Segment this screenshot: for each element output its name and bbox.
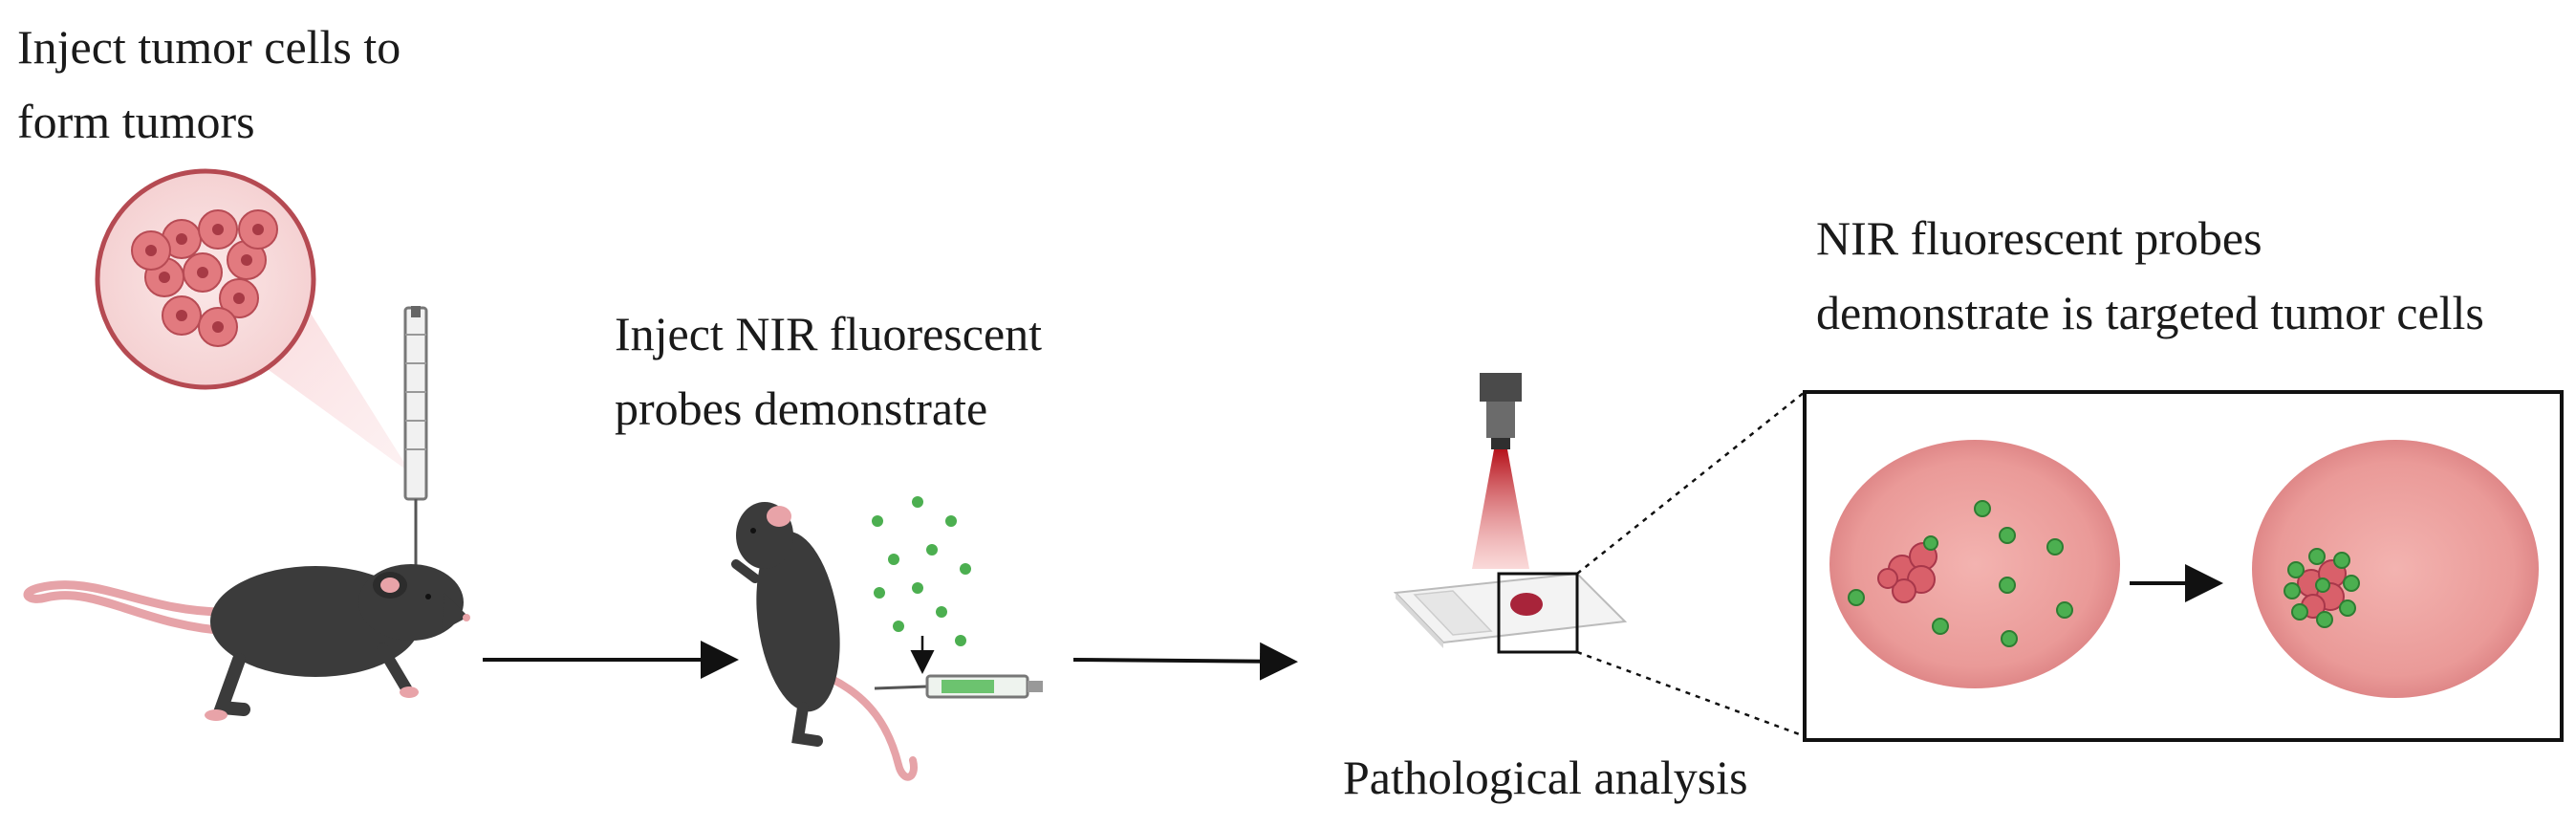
tumor-injection-group [23, 168, 470, 721]
syringe-icon [874, 674, 1043, 699]
tissue-section-icon [2252, 440, 2539, 698]
mouse-icon [23, 564, 470, 721]
glass-slide-icon [1393, 572, 1628, 648]
zoom-line-bottom [1576, 650, 1806, 738]
tumor-cluster-icon [95, 168, 316, 390]
fluorescent-probe-icon [1848, 500, 2073, 647]
zoom-box [1497, 572, 1579, 654]
laser-beam [1472, 449, 1529, 569]
step2-label-line2: probes demonstrate [615, 381, 988, 435]
tissue-section-icon [1829, 440, 2120, 688]
targeting-result-panel [1803, 390, 2564, 742]
mouse-icon [731, 502, 918, 781]
probe-injection-group [731, 496, 1043, 781]
syringe-icon [403, 306, 428, 583]
step4-label-line1: NIR fluorescent probes [1816, 211, 2262, 265]
zoom-line-top [1576, 391, 1806, 575]
step1-label-line1: Inject tumor cells to [17, 20, 401, 74]
tumor-cluster-icon [1877, 542, 1937, 603]
flow-arrow-2 [1072, 642, 1298, 681]
step2-label-line1: Inject NIR fluorescent [615, 307, 1043, 360]
step4-label-line2: demonstrate is targeted tumor cells [1816, 286, 2484, 339]
step3-label: Pathological analysis [1343, 751, 1748, 804]
pathology-group [1393, 373, 1806, 738]
fluorescent-probe-icon [2284, 548, 2360, 628]
microscope-objective-icon [1480, 373, 1522, 449]
step1-label-line2: form tumors [17, 95, 255, 148]
